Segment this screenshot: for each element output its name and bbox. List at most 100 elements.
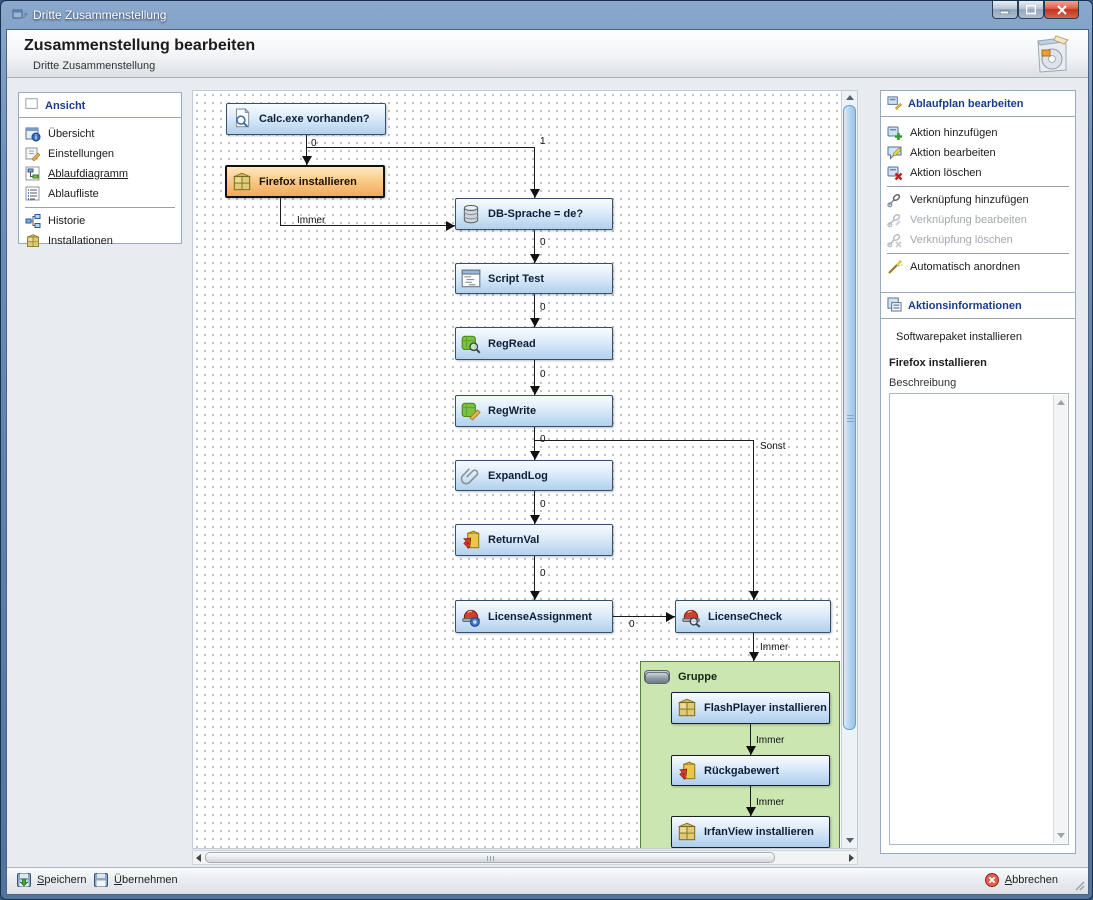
search-doc-icon <box>231 107 253 130</box>
flow-node-rueckgabewert[interactable]: Rückgabewert <box>671 755 830 786</box>
license-gear-icon <box>460 606 482 628</box>
edge-arrow-icon <box>529 254 540 263</box>
edge-arrow-icon <box>745 746 756 755</box>
edge-line <box>534 491 536 524</box>
flow-node-licensecheck[interactable]: LicenseCheck <box>675 600 831 633</box>
plan-item-aktion-l-schen[interactable]: Aktion löschen <box>887 163 1071 183</box>
resize-grip[interactable] <box>1072 878 1086 892</box>
item-label: Aktion bearbeiten <box>910 147 996 159</box>
scroll-up-icon[interactable] <box>1057 400 1065 405</box>
group-icon <box>644 670 670 684</box>
overview-icon: i <box>25 126 41 142</box>
action-delete-icon <box>887 165 903 181</box>
item-label: Automatisch anordnen <box>910 261 1021 273</box>
edge-line <box>280 225 455 227</box>
plan-item-verkn-pfung-hinzuf-gen[interactable]: Verknüpfung hinzufügen <box>887 190 1071 210</box>
ansicht-icon <box>25 97 39 114</box>
plan-item-aktion-hinzuf-gen[interactable]: Aktion hinzufügen <box>887 123 1071 143</box>
node-label: IrfanView installieren <box>704 826 814 838</box>
edge-arrow-icon <box>529 189 540 198</box>
edge-label: 0 <box>540 568 546 579</box>
save-button[interactable]: Speichern <box>16 872 87 888</box>
edge-arrow-icon <box>529 386 540 395</box>
separator <box>25 207 175 208</box>
item-label: Historie <box>48 215 86 227</box>
package-icon <box>231 171 253 193</box>
dialog-header: Zusammenstellung bearbeiten Dritte Zusam… <box>7 30 1088 78</box>
link-delete-icon <box>887 232 903 248</box>
maximize-button[interactable] <box>1018 1 1044 19</box>
edge-label: Immer <box>756 797 785 808</box>
apply-button[interactable]: Übernehmen <box>93 872 178 888</box>
canvas-vertical-scrollbar[interactable] <box>841 91 857 848</box>
sidebar-item-installationen[interactable]: Installationen <box>25 231 177 251</box>
node-label: RegWrite <box>488 405 537 417</box>
node-label: LicenseAssignment <box>488 610 592 623</box>
group-header: Gruppe <box>644 670 718 684</box>
edge-line <box>750 724 752 755</box>
returnval-icon <box>676 760 698 782</box>
flow-node-script[interactable]: Script Test <box>455 263 613 294</box>
window-icon <box>12 7 29 23</box>
description-textarea[interactable] <box>889 393 1069 845</box>
edge-arrow-icon <box>529 515 540 524</box>
sidebar-item-historie[interactable]: Historie <box>25 211 177 231</box>
edge-label: 1 <box>540 136 546 147</box>
ablaufplan-panel-title: Ablaufplan bearbeiten <box>908 98 1024 110</box>
link-edit-icon <box>887 212 903 228</box>
vertical-scroll-thumb[interactable] <box>843 105 856 730</box>
cancel-button[interactable]: Abbrechen <box>984 872 1058 888</box>
flowchart-icon <box>25 166 41 182</box>
item-label: Verknüpfung bearbeiten <box>910 214 1027 226</box>
button-label: Übernehmen <box>114 874 178 886</box>
flow-node-calc[interactable]: Calc.exe vorhanden? <box>226 103 386 135</box>
settings-icon <box>25 146 41 162</box>
canvas-horizontal-scrollbar[interactable] <box>192 850 858 865</box>
edge-line <box>534 427 536 460</box>
plan-item-verkn-pfung-l-schen: Verknüpfung löschen <box>887 230 1071 250</box>
title-bar[interactable]: Dritte Zusammenstellung <box>1 1 1092 29</box>
flow-node-expandlog[interactable]: ExpandLog <box>455 460 613 491</box>
flow-diagram-canvas[interactable]: Gruppe01Immer0000Sonst000ImmerImmerImmer… <box>192 90 858 849</box>
sidebar-item-einstellungen[interactable]: Einstellungen <box>25 144 177 164</box>
flow-node-returnval[interactable]: ReturnVal <box>455 524 613 556</box>
node-label: Script Test <box>488 272 545 285</box>
edge-arrow-icon <box>529 451 540 460</box>
flow-node-db[interactable]: DB-Sprache = de? <box>455 198 613 230</box>
description-scrollbar[interactable] <box>1053 395 1067 843</box>
edge-arrow-icon <box>748 591 759 600</box>
plan-item-aktion-bearbeiten[interactable]: Aktion bearbeiten <box>887 143 1071 163</box>
minimize-button[interactable] <box>992 1 1018 19</box>
edge-line <box>306 147 534 149</box>
flow-node-regread[interactable]: RegRead <box>455 327 613 360</box>
scroll-left-icon[interactable] <box>196 854 201 862</box>
edge-label: Immer <box>756 735 785 746</box>
scroll-down-icon[interactable] <box>846 838 854 843</box>
flow-node-regwrite[interactable]: RegWrite <box>455 395 613 427</box>
edge-line <box>306 135 308 165</box>
sidebar-item-ablaufdiagramm[interactable]: Ablaufdiagramm <box>25 164 177 184</box>
flow-node-licenseassignment[interactable]: LicenseAssignment <box>455 600 613 633</box>
node-label: ReturnVal <box>488 534 540 546</box>
action-type-label: Softwarepaket installieren <box>896 331 1022 343</box>
regread-icon <box>460 333 482 355</box>
close-button[interactable] <box>1044 1 1079 19</box>
scroll-right-icon[interactable] <box>849 854 854 862</box>
scroll-up-icon[interactable] <box>846 95 854 100</box>
plan-item-automatisch-anordnen[interactable]: Automatisch anordnen <box>887 257 1071 277</box>
edge-line <box>306 135 308 147</box>
horizontal-scroll-thumb[interactable] <box>205 852 775 863</box>
action-edit-icon <box>887 145 903 161</box>
scroll-down-icon[interactable] <box>1057 833 1065 838</box>
edge-arrow-icon <box>529 318 540 327</box>
flow-node-firefox[interactable]: Firefox installieren <box>225 165 385 198</box>
flow-node-irfanview[interactable]: IrfanView installieren <box>671 816 830 848</box>
node-label: Rückgabewert <box>704 764 780 777</box>
flow-node-flashplayer[interactable]: FlashPlayer installieren <box>671 692 830 724</box>
group-label: Gruppe <box>678 670 718 683</box>
sidebar-item-ablaufliste[interactable]: Ablaufliste <box>25 184 177 204</box>
software-box-icon <box>1028 32 1074 76</box>
